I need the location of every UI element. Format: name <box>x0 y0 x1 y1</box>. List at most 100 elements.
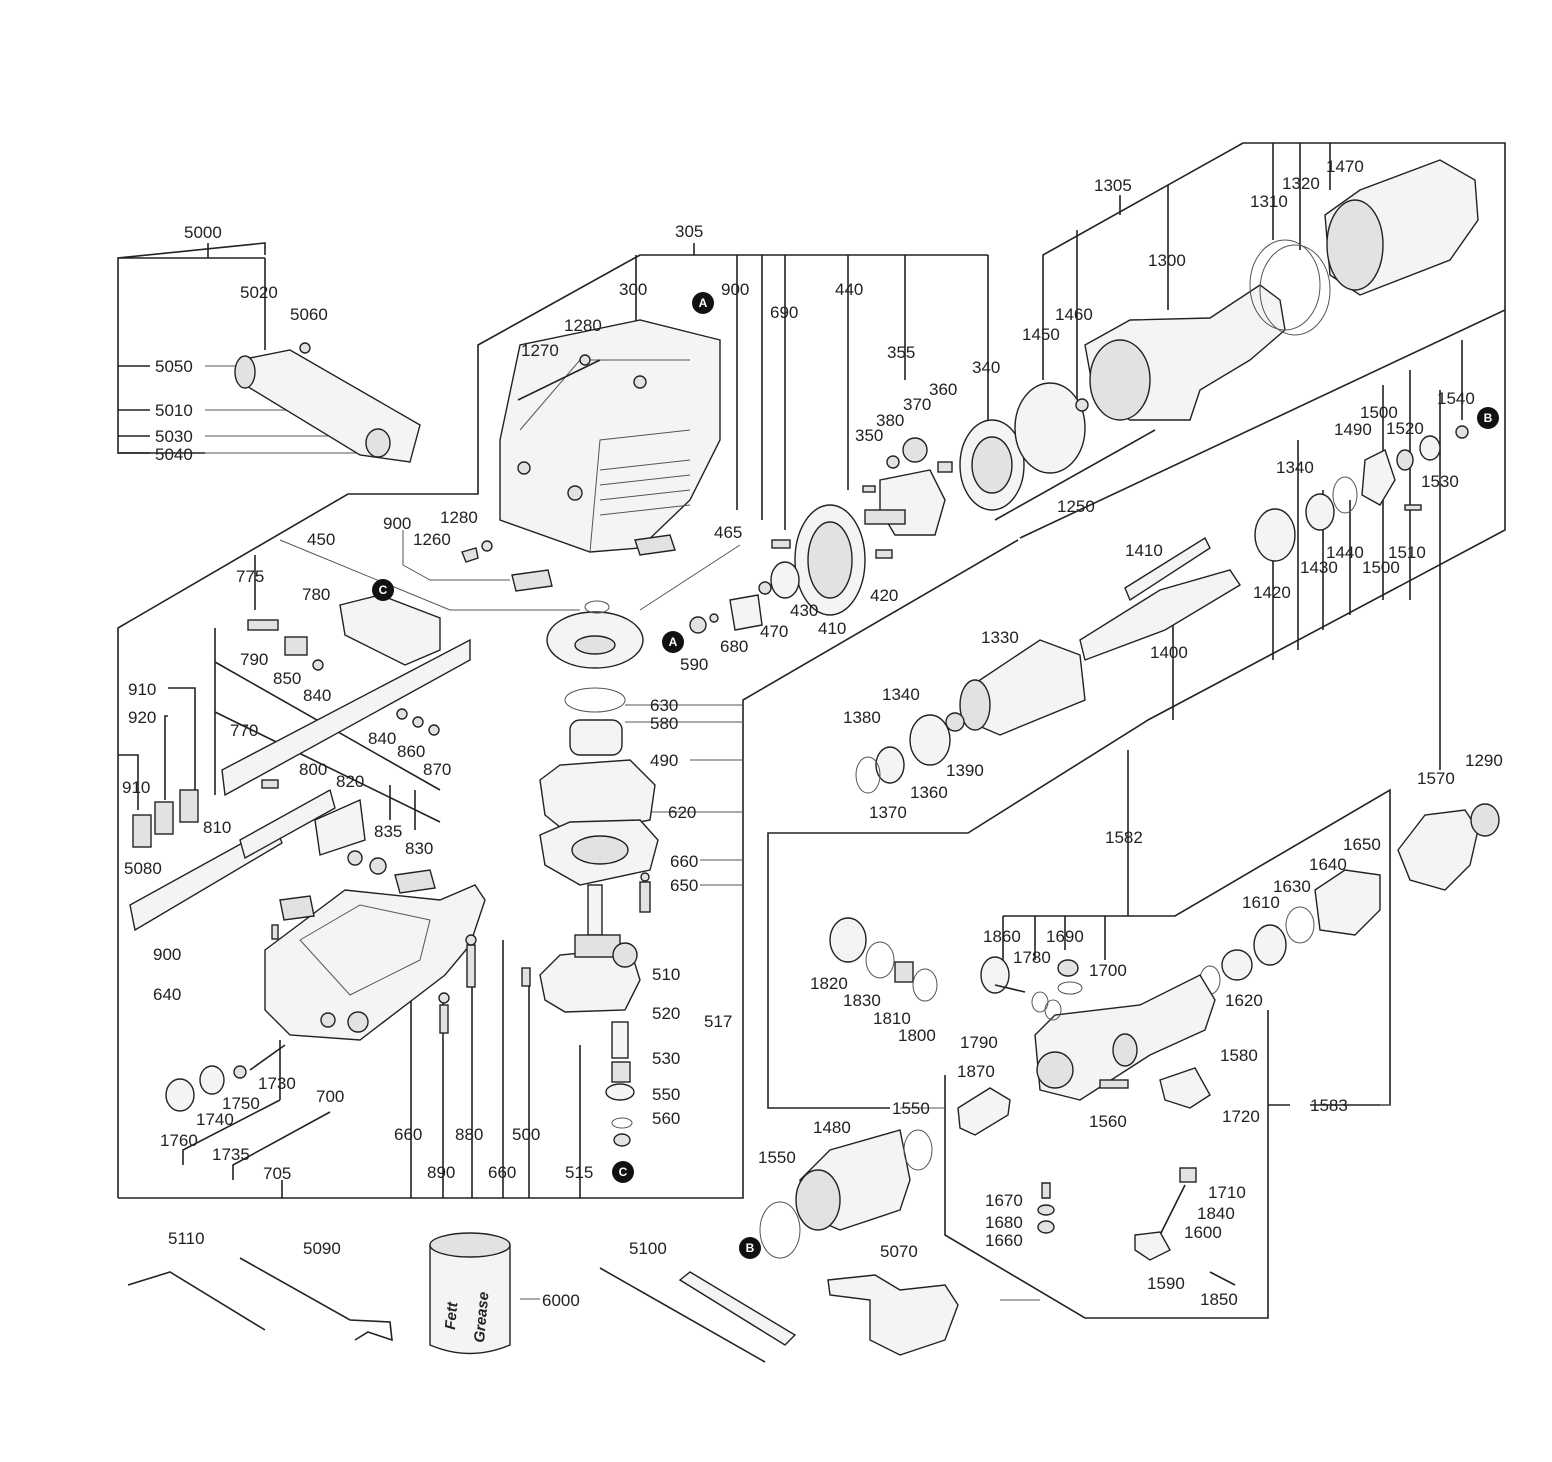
part-label: 640 <box>153 985 181 1004</box>
part-label: 1700 <box>1089 961 1127 980</box>
part-label: 1340 <box>882 685 920 704</box>
part-label: 1510 <box>1388 543 1426 562</box>
marker-a-top: A <box>692 292 714 314</box>
part-label: 515 <box>565 1163 593 1182</box>
part-label: 830 <box>405 839 433 858</box>
part-label: 800 <box>299 760 327 779</box>
part-label: 5080 <box>124 859 162 878</box>
part-label: 1690 <box>1046 927 1084 946</box>
part-label: 890 <box>427 1163 455 1182</box>
part-label: 790 <box>240 650 268 669</box>
part-label: 440 <box>835 280 863 299</box>
part-label: 450 <box>307 530 335 549</box>
part-label: 870 <box>423 760 451 779</box>
part-label: 1370 <box>869 803 907 822</box>
marker-b-bottom: B <box>739 1237 761 1259</box>
part-label: 6000 <box>542 1291 580 1310</box>
part-label: 840 <box>368 729 396 748</box>
part-label: 5050 <box>155 357 193 376</box>
part-label: 900 <box>721 280 749 299</box>
part-label: 1860 <box>983 927 1021 946</box>
part-label: 410 <box>818 619 846 638</box>
part-label: 1520 <box>1386 419 1424 438</box>
part-labels: 5000 5020 5060 5050 5010 5030 5040 305 3… <box>122 157 1503 1310</box>
part-label: 900 <box>153 945 181 964</box>
part-label: 910 <box>122 778 150 797</box>
part-label: 5090 <box>303 1239 341 1258</box>
part-label: 1420 <box>1253 583 1291 602</box>
part-label: 1710 <box>1208 1183 1246 1202</box>
part-label: 1730 <box>258 1074 296 1093</box>
part-label: 420 <box>870 586 898 605</box>
part-shapes <box>127 159 1500 1363</box>
part-label: 465 <box>714 523 742 542</box>
part-label: 1330 <box>981 628 1019 647</box>
part-label: 1620 <box>1225 991 1263 1010</box>
part-label: 1550 <box>892 1099 930 1118</box>
frame-lines <box>117 142 1506 1319</box>
part-label: 850 <box>273 669 301 688</box>
part-label: 580 <box>650 714 678 733</box>
part-label: 1582 <box>1105 828 1143 847</box>
grease-can-label-fett: Fett <box>442 1300 461 1330</box>
part-label: 1800 <box>898 1026 936 1045</box>
part-label: 1720 <box>1222 1107 1260 1126</box>
part-label: 1660 <box>985 1231 1023 1250</box>
part-label: 1640 <box>1309 855 1347 874</box>
part-label: 770 <box>230 721 258 740</box>
part-label: 1270 <box>521 341 559 360</box>
part-label: 860 <box>397 742 425 761</box>
part-label: 1340 <box>1276 458 1314 477</box>
part-label: 1750 <box>222 1094 260 1113</box>
part-label: 1410 <box>1125 541 1163 560</box>
part-label: 1540 <box>1437 389 1475 408</box>
grease-can-label-grease: Grease <box>471 1291 492 1343</box>
part-label: 1550 <box>758 1148 796 1167</box>
part-label: 1450 <box>1022 325 1060 344</box>
part-label: 350 <box>855 426 883 445</box>
part-label: 355 <box>887 343 915 362</box>
part-label: 300 <box>619 280 647 299</box>
part-label: 1390 <box>946 761 984 780</box>
part-label: 1310 <box>1250 192 1288 211</box>
part-label: 360 <box>929 380 957 399</box>
part-label: 660 <box>394 1125 422 1144</box>
part-label: 1305 <box>1094 176 1132 195</box>
part-label: 520 <box>652 1004 680 1023</box>
part-label: 810 <box>203 818 231 837</box>
part-label: 910 <box>128 680 156 699</box>
part-label: 1570 <box>1417 769 1455 788</box>
part-label: 1670 <box>985 1191 1023 1210</box>
part-label: 1610 <box>1242 893 1280 912</box>
part-label: 1630 <box>1273 877 1311 896</box>
part-label: 1810 <box>873 1009 911 1028</box>
part-label: 5000 <box>184 223 222 242</box>
part-label: 340 <box>972 358 1000 377</box>
part-label: 1470 <box>1326 157 1364 176</box>
marker-b-top: B <box>1477 407 1499 429</box>
part-label: 880 <box>455 1125 483 1144</box>
part-label: 517 <box>704 1012 732 1031</box>
part-label: 1400 <box>1150 643 1188 662</box>
part-label: 1820 <box>810 974 848 993</box>
part-label: 1500 <box>1362 558 1400 577</box>
part-label: 1290 <box>1465 751 1503 770</box>
part-label: 370 <box>903 395 931 414</box>
marker-c-bottom: C <box>612 1161 634 1183</box>
part-label: 840 <box>303 686 331 705</box>
part-label: 530 <box>652 1049 680 1068</box>
part-label: 690 <box>770 303 798 322</box>
part-label: 5070 <box>880 1242 918 1261</box>
part-label: 5030 <box>155 427 193 446</box>
svg-text:C: C <box>379 583 388 597</box>
part-label: 1590 <box>1147 1274 1185 1293</box>
part-label: 1650 <box>1343 835 1381 854</box>
part-label: 5060 <box>290 305 328 324</box>
part-label: 920 <box>128 708 156 727</box>
part-label: 550 <box>652 1085 680 1104</box>
part-label: 1760 <box>160 1131 198 1150</box>
part-label: 1460 <box>1055 305 1093 324</box>
part-label: 1480 <box>813 1118 851 1137</box>
part-label: 775 <box>236 567 264 586</box>
